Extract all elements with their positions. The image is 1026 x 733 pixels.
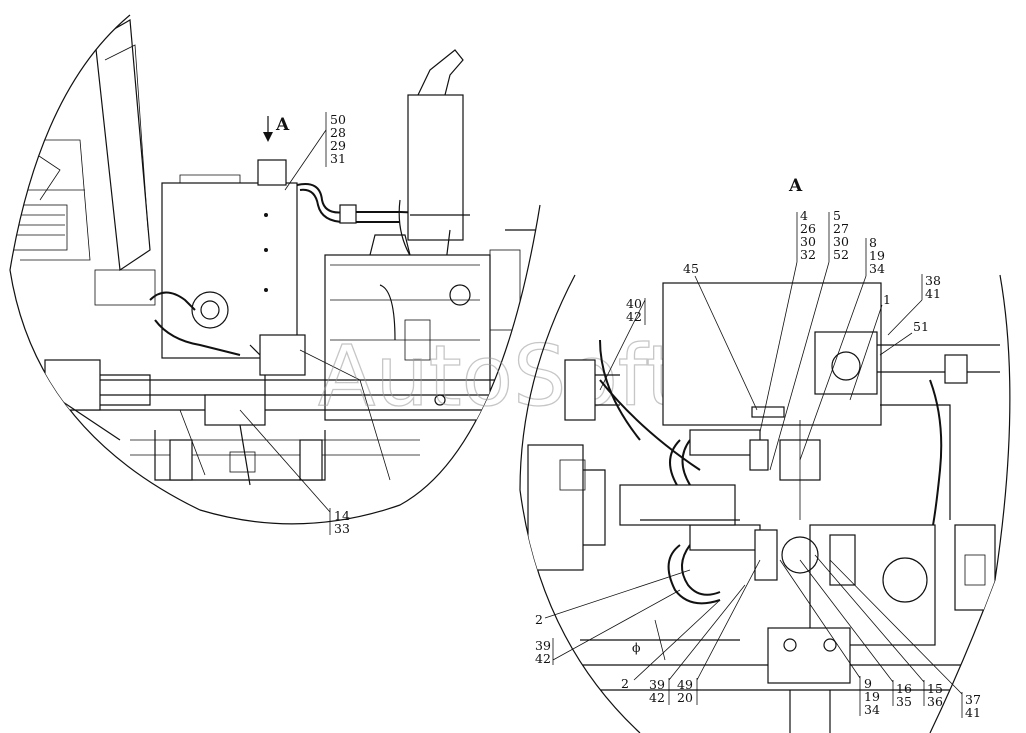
callout-41a: 41 xyxy=(925,286,941,301)
callout-14: 14 xyxy=(334,508,350,523)
engine-block xyxy=(324,254,491,421)
left-detail-view: A 50 28 29 31 14 33 xyxy=(9,14,541,536)
callout-26: 26 xyxy=(800,221,816,236)
callout-1: 1 xyxy=(883,292,891,307)
callout-29: 29 xyxy=(330,138,346,153)
callout-2b: 2 xyxy=(621,676,629,691)
callouts-bottom: 2 39 42 2 39 42 49 20 9 19 34 16 35 15 3… xyxy=(535,554,981,720)
phi-symbol: ϕ xyxy=(632,640,641,655)
callout-32: 32 xyxy=(800,247,816,262)
callout-27: 27 xyxy=(833,221,849,236)
callout-40: 40 xyxy=(626,296,642,311)
callout-2a: 2 xyxy=(535,612,543,627)
callout-28: 28 xyxy=(330,125,346,140)
callout-42c: 42 xyxy=(649,690,665,705)
callout-9: 9 xyxy=(864,676,872,691)
callout-51: 51 xyxy=(913,319,929,334)
view-letter-a: A xyxy=(275,115,290,135)
callout-30a: 30 xyxy=(800,234,816,249)
callout-36: 36 xyxy=(927,694,943,709)
watermark: AutoSoft xyxy=(318,327,679,425)
callout-42a: 42 xyxy=(626,309,642,324)
callout-39a: 39 xyxy=(535,638,551,653)
callout-31: 31 xyxy=(330,151,346,166)
callout-16: 16 xyxy=(896,681,912,696)
callout-34a: 34 xyxy=(869,261,885,276)
callout-19a: 19 xyxy=(869,248,885,263)
callout-15: 15 xyxy=(927,681,943,696)
callout-42b: 42 xyxy=(535,651,551,666)
callout-50: 50 xyxy=(330,112,346,127)
right-detail-view: A xyxy=(519,176,1011,733)
callout-39b: 39 xyxy=(649,677,665,692)
callout-37: 37 xyxy=(965,692,981,707)
fuel-tank xyxy=(161,182,298,359)
callout-49: 49 xyxy=(677,677,693,692)
callout-34b: 34 xyxy=(864,702,880,717)
view-title-a: A xyxy=(788,176,803,196)
callout-35: 35 xyxy=(896,694,912,709)
callout-30b: 30 xyxy=(833,234,849,249)
callout-4: 4 xyxy=(800,208,808,223)
exhaust-pipe xyxy=(407,94,464,241)
callout-33: 33 xyxy=(334,521,350,536)
callout-8: 8 xyxy=(869,235,877,250)
callout-41b: 41 xyxy=(965,705,981,720)
callout-52: 52 xyxy=(833,247,849,262)
callout-20: 20 xyxy=(677,690,693,705)
callout-5: 5 xyxy=(833,208,841,223)
callout-38: 38 xyxy=(925,273,941,288)
callout-45: 45 xyxy=(683,261,699,276)
callout-19b: 19 xyxy=(864,689,880,704)
callouts-top: 4 26 30 32 5 27 30 52 8 19 34 38 41 45 1… xyxy=(599,208,941,471)
